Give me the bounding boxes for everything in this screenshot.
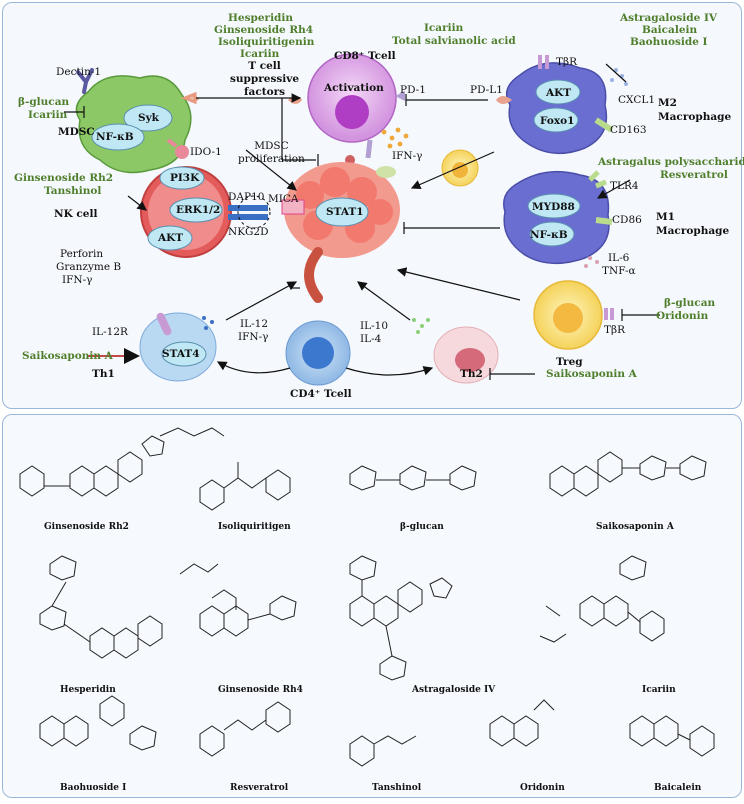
- il12r-label: IL-12R: [92, 326, 128, 338]
- perforin-label: Perforin: [60, 248, 104, 260]
- mol-label-ginsenoside-rh2: Ginsenoside Rh2: [44, 522, 129, 532]
- cd86-label: CD86: [612, 214, 642, 226]
- cd8-title: CD8⁺ Tcell: [334, 50, 396, 62]
- nfkb-m1-label: NF-κB: [530, 229, 568, 241]
- mol-label-tanshinol: Tanshinol: [372, 783, 422, 793]
- cxcl1-label: CXCL1: [618, 94, 656, 106]
- il6-label: IL-6: [608, 252, 630, 264]
- activation-label: Activation: [324, 82, 384, 94]
- mdsc-drug-2: Icariin: [28, 109, 68, 121]
- m2-drug-2: Baicalein: [642, 24, 698, 36]
- akt-nk-label: AKT: [158, 232, 184, 244]
- tumor-mass: [281, 162, 400, 303]
- cd163-label: CD163: [610, 124, 647, 136]
- cd8-drug-2: Ginsenoside Rh4: [214, 24, 314, 36]
- ifng-cd4-label: IFN-γ: [238, 331, 269, 343]
- mdsc-prolif-label: MDSC proliferation: [238, 140, 305, 165]
- nk-title: NK cell: [54, 208, 98, 220]
- mol-label-resveratrol: Resveratrol: [230, 783, 289, 793]
- nfkb-mdsc-label: NF-κB: [96, 131, 134, 143]
- pathway-arrows: [64, 63, 660, 380]
- mol-label-b-glucan: β-glucan: [400, 522, 444, 532]
- tcell-factors-label: T cell suppressive factors: [230, 60, 300, 98]
- th1-cell: [139, 312, 217, 382]
- mdsc-title: MDSC: [58, 126, 95, 138]
- treg-drug-2: Oridonin: [656, 310, 709, 322]
- ifng-dots: [381, 127, 409, 149]
- m2-drug-3: Baohuoside I: [630, 36, 708, 48]
- tbr-treg-label: TβR: [604, 324, 625, 336]
- treg-title: Treg: [556, 356, 583, 368]
- mol-label-icariin: Icariin: [642, 685, 676, 695]
- m1-drug-1: Astragalus polysaccharides: [598, 156, 744, 168]
- m2-title: M2 Macrophage: [658, 97, 732, 123]
- cd4-cell: [285, 320, 351, 386]
- th2-drug: Saikosaponin A: [546, 368, 637, 380]
- mica-label: MICA: [268, 193, 299, 205]
- mol-label-baicalein: Baicalein: [654, 783, 702, 793]
- akt-m2-label: AKT: [546, 87, 572, 99]
- cd8-drug-1: Hesperidin: [228, 12, 294, 24]
- mdsc-drug-1: β-glucan: [18, 96, 70, 108]
- erk-label: ERK1/2: [176, 204, 221, 216]
- pdl1-label: PD-L1: [470, 84, 503, 96]
- mol-label-hesperidin: Hesperidin: [60, 685, 116, 695]
- pd1-label: PD-1: [400, 84, 426, 96]
- mol-label-ginsenoside-rh4: Ginsenoside Rh4: [218, 685, 303, 695]
- syk-label: Syk: [138, 112, 159, 124]
- th2-title: Th2: [460, 368, 483, 380]
- cd8-drug-6: Total salvianolic acid: [392, 35, 516, 47]
- cd8-tcell: [288, 53, 405, 165]
- m1-macrophage: [503, 170, 613, 265]
- m1-drug-2: Resveratrol: [660, 169, 728, 181]
- structure-drawings: [19, 427, 715, 767]
- nkg2d-label: NKG2D: [228, 226, 269, 238]
- cd8-drug-3: Isoliquiritigenin: [218, 36, 315, 48]
- stat1-label: STAT1: [326, 206, 364, 218]
- il4-label: IL-4: [360, 333, 382, 345]
- th1-title: Th1: [92, 368, 115, 380]
- nk-cell: [140, 166, 271, 258]
- mol-label-isoliquiritigen: Isoliquiritigen: [218, 522, 291, 532]
- tnfa-label: TNF-α: [602, 265, 636, 277]
- tlr4-label: TLR4: [610, 180, 639, 192]
- mol-label-astragaloside-iv: Astragaloside IV: [412, 685, 496, 695]
- il12-label: IL-12: [240, 318, 269, 330]
- ifng-cd8-label: IFN-γ: [392, 150, 423, 162]
- mol-label-baohuoside-i: Baohuoside I: [60, 783, 127, 793]
- th1-drug: Saikosaponin A: [22, 350, 113, 362]
- granzyme-label: Granzyme B: [56, 261, 122, 273]
- foxo1-label: Foxo1: [540, 115, 575, 127]
- treg-cell: [533, 280, 614, 350]
- nk-drug-2: Tanshinol: [44, 185, 102, 197]
- structures-panel: [2, 414, 742, 798]
- m2-drug-1: Astragaloside IV: [620, 12, 718, 24]
- cd4-title: CD4⁺ Tcell: [290, 388, 352, 400]
- cd8-drug-5: Icariin: [424, 22, 464, 34]
- il10-label: IL-10: [360, 320, 389, 332]
- mol-label-oridonin: Oridonin: [520, 783, 565, 793]
- pi3k-label: PI3K: [170, 172, 200, 184]
- myd88-label: MYD88: [532, 201, 575, 213]
- mdsc-cell: [75, 68, 200, 174]
- nk-drug-1: Ginsenoside Rh2: [14, 172, 114, 184]
- tbr-m2-label: TβR: [556, 56, 577, 68]
- ifng-nk-label: IFN-γ: [62, 274, 93, 286]
- treg-drug-1: β-glucan: [664, 297, 716, 309]
- mechanism-diagram: [64, 53, 660, 386]
- stat4-label: STAT4: [162, 348, 200, 360]
- cd8-drug-4: Icariin: [240, 48, 280, 60]
- dap10-label: DAP10: [228, 191, 265, 203]
- m1-title: M1 Macrophage: [656, 211, 730, 237]
- m2-macrophage: [496, 55, 614, 154]
- dectin-label: Dectin-1: [56, 66, 102, 78]
- mol-label-saikosaponin-a: Saikosaponin A: [596, 522, 674, 532]
- ido-label: IDO-1: [190, 146, 222, 158]
